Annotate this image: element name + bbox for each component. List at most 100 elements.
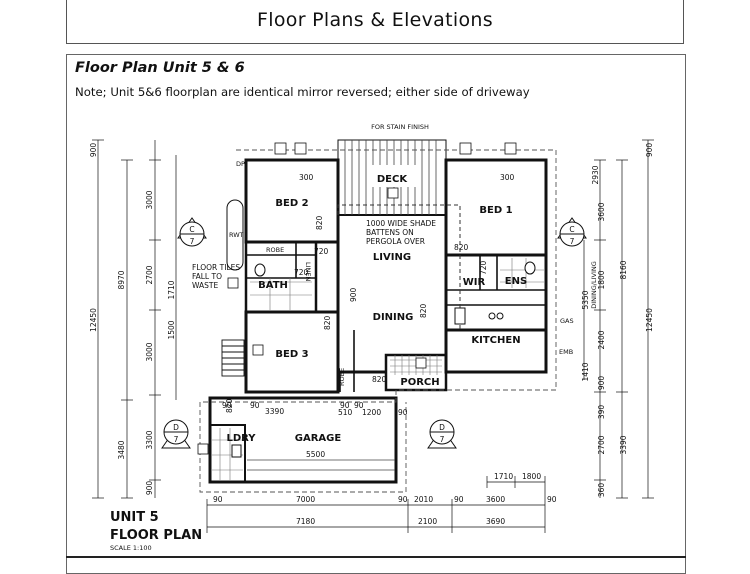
top-note: FOR STAIN FINISH [371, 123, 429, 131]
room-bath: BATH [258, 280, 288, 291]
garage-dim-10: 90 [222, 401, 232, 410]
dim-right-label: DINING/LIVING [590, 261, 598, 309]
dim-right-inner-2: 1800 [597, 270, 606, 289]
dim-right-inner-1: 3600 [597, 202, 606, 221]
section-c-right-number: 7 [570, 237, 575, 246]
dim-right-mid-2: 3390 [619, 435, 628, 454]
section-marker-d-right: D 7 [427, 419, 457, 449]
room-ldry: LDRY [226, 433, 256, 444]
bottom-row2-2: 7000 [296, 495, 315, 504]
dim-int-8: 820 [372, 375, 387, 384]
emb-label: EMB [559, 348, 573, 356]
section-marker-c-right: C 7 [557, 217, 587, 247]
section-d-right-number: 7 [440, 435, 445, 444]
dim-int-10: 900 [349, 287, 358, 302]
internal-walls [246, 242, 546, 392]
dim-left-mid-1: 8970 [117, 270, 126, 289]
dim-int-7: 820 [323, 315, 332, 330]
dp-label: DP [236, 160, 245, 168]
dim-left-inner-1: 3000 [145, 190, 154, 209]
pergola-note-1: 1000 WIDE SHADE [366, 219, 436, 228]
bottom-rule [66, 556, 686, 558]
bottom-row1-2: 1800 [522, 472, 541, 481]
dim-int-11: 820 [419, 303, 428, 318]
bottom-dimension-lines [206, 476, 546, 533]
bottom-row2-3: 90 [398, 495, 408, 504]
window-markers [197, 142, 517, 455]
dim-left-inner-6: 900 [145, 481, 154, 496]
deck-area [337, 139, 447, 216]
floor-note-2: FALL TO [192, 272, 222, 281]
bottom-row2-7: 90 [547, 495, 557, 504]
pergola-note-2: BATTENS ON [366, 228, 414, 237]
room-dining: DINING [373, 312, 414, 323]
rwt-label: RWT [229, 231, 244, 239]
floor-note-3: WASTE [192, 281, 218, 290]
section-c-left-letter: C [189, 225, 194, 234]
dim-left-small: 1710 [167, 280, 176, 299]
robe-label-2: ROBE [338, 368, 346, 386]
dim-left-inner-5: 3300 [145, 430, 154, 449]
plan-title-2: FLOOR PLAN [110, 528, 202, 543]
eave-outline [199, 149, 557, 493]
room-kitchen: KITCHEN [471, 335, 520, 346]
dim-right-top: 900 [645, 143, 654, 158]
section-c-right-letter: C [569, 225, 574, 234]
garage-dim-4: 90 [340, 401, 350, 410]
dim-right-outer: 12450 [645, 308, 654, 332]
section-marker-c-left: C 7 [177, 217, 207, 247]
garage-dim-1: 3390 [265, 407, 284, 416]
garage-dim-8: 90 [398, 408, 408, 417]
room-garage: GARAGE [295, 433, 342, 444]
room-deck: DECK [377, 174, 408, 185]
garage-dim-6: 1200 [362, 408, 381, 417]
stairs-west [221, 339, 245, 377]
room-bed1: BED 1 [479, 205, 512, 216]
driveway-lines [247, 459, 395, 471]
dim-int-4: 720 [294, 268, 309, 277]
section-heading: Floor Plan Unit 5 & 6 [75, 60, 245, 76]
left-dimension-lines [92, 139, 177, 499]
section-d-right-letter: D [439, 423, 445, 432]
dim-left-inner-3: 1500 [167, 320, 176, 339]
dim-right-mid-3: 2930 [591, 165, 600, 184]
section-c-left-number: 7 [190, 237, 195, 246]
section-d-left-number: 7 [174, 435, 179, 444]
dim-left-outer: 12450 [89, 308, 98, 332]
bottom-row2-6: 3600 [486, 495, 505, 504]
dim-int-1: 300 [299, 173, 314, 182]
section-note: Note; Unit 5&6 floorplan are identical m… [75, 85, 530, 99]
dim-int-6: 820 [454, 243, 469, 252]
garage-dim-3: 90 [250, 401, 260, 410]
room-bed3: BED 3 [275, 349, 308, 360]
plan-title-1: UNIT 5 [110, 510, 159, 525]
room-ens: ENS [505, 276, 527, 287]
dim-left-top: 900 [89, 143, 98, 158]
dim-right-inner-3: 2400 [597, 330, 606, 349]
garage-dim-5: 510 [338, 408, 353, 417]
bottom-row3-2: 2100 [418, 517, 437, 526]
bath-tiles [250, 278, 312, 310]
bottom-row2-5: 90 [454, 495, 464, 504]
dim-int-3: 720 [314, 247, 329, 256]
room-bed2: BED 2 [275, 198, 308, 209]
garage-dim-2: 5500 [306, 450, 325, 459]
ens-tiles [500, 258, 544, 288]
dim-right-mid-4: 5350 [581, 290, 590, 309]
bottom-row3-1: 7180 [296, 517, 315, 526]
bottom-row3-3: 3690 [486, 517, 505, 526]
garage-dim-7: 90 [354, 401, 364, 410]
room-porch: PORCH [400, 377, 439, 388]
section-d-left-letter: D [173, 423, 179, 432]
linen-label: LINEN [304, 262, 312, 282]
fixtures [231, 261, 536, 458]
dim-int-2: 300 [500, 173, 515, 182]
bottom-row2-4: 2010 [414, 495, 433, 504]
dim-int-5: 820 [315, 215, 324, 230]
dim-right-mid-1: 8160 [619, 260, 628, 279]
room-living: LIVING [373, 252, 411, 263]
floor-note-1: FLOOR TILES [192, 263, 240, 272]
pergola-note-3: PERGOLA OVER [366, 237, 425, 246]
plan-scale: SCALE 1:100 [110, 544, 152, 552]
